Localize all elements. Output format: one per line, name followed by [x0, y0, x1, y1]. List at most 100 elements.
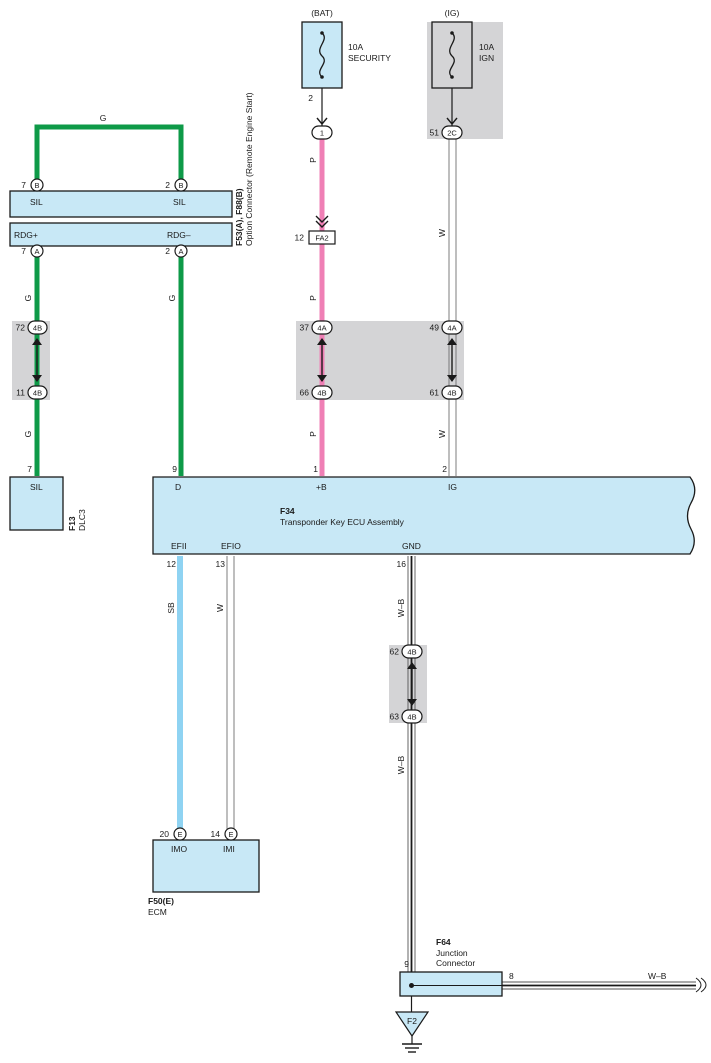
svg-text:62: 62: [390, 647, 400, 657]
option-connector: SIL SIL RDG+ RDG– B 7 B 2 A 7 A 2: [9, 178, 233, 258]
connector-1: 1: [311, 125, 333, 140]
svg-text:4B: 4B: [317, 389, 326, 398]
svg-text:2: 2: [442, 464, 447, 474]
svg-text:EFII: EFII: [171, 541, 187, 551]
svg-text:66: 66: [300, 388, 310, 398]
svg-text:G: G: [23, 295, 33, 302]
svg-text:W: W: [437, 430, 447, 438]
connector-fa2: FA2 12: [295, 215, 336, 245]
svg-text:A: A: [178, 247, 183, 256]
svg-text:Transponder Key ECU Assembly: Transponder Key ECU Assembly: [280, 517, 405, 527]
svg-text:72: 72: [16, 323, 26, 333]
svg-text:GND: GND: [402, 541, 421, 551]
fuse-ign: (IG) 10A IGN: [431, 8, 494, 89]
wb-wire-gnd: [407, 556, 416, 985]
svg-text:W–B: W–B: [396, 755, 406, 774]
dlc3-caption: F13 DLC3: [67, 509, 87, 531]
connector-4b-61: 4B 61: [430, 385, 463, 400]
wb-wire-out: [502, 981, 696, 990]
transponder-key-ecu: D +B IG 9 1 2 F34 Transponder Key ECU As…: [152, 464, 696, 569]
svg-text:IMI: IMI: [223, 844, 235, 854]
svg-text:ECM: ECM: [148, 907, 167, 917]
svg-text:F34: F34: [280, 506, 295, 516]
svg-text:DLC3: DLC3: [77, 509, 87, 531]
connector-4b-62: 4B 62: [390, 644, 423, 659]
svg-text:+B: +B: [316, 482, 327, 492]
splice-arrow-right: [447, 338, 457, 382]
svg-text:B: B: [34, 181, 39, 190]
svg-text:12: 12: [295, 233, 305, 243]
svg-text:B: B: [178, 181, 183, 190]
connector-2c: 2C 51: [430, 125, 463, 140]
svg-text:F2: F2: [407, 1016, 417, 1026]
svg-text:13: 13: [216, 559, 226, 569]
connector-4a-37: 4A 37: [300, 320, 333, 335]
connector-4b-72: 4B 72: [16, 320, 48, 335]
svg-text:2: 2: [165, 246, 170, 256]
svg-text:9: 9: [404, 959, 409, 969]
svg-text:10A: 10A: [348, 42, 363, 52]
svg-text:W: W: [215, 604, 225, 612]
svg-text:EFIO: EFIO: [221, 541, 241, 551]
svg-text:10A: 10A: [479, 42, 494, 52]
svg-text:4A: 4A: [317, 324, 326, 333]
svg-text:SB: SB: [166, 602, 176, 614]
dlc3: SIL 7: [9, 464, 64, 531]
svg-text:IG: IG: [448, 482, 457, 492]
svg-text:20: 20: [160, 829, 170, 839]
splice-arrow-gnd: [407, 662, 417, 706]
svg-text:Option Connector (Remote Engin: Option Connector (Remote Engine Start): [244, 92, 254, 246]
svg-text:F64: F64: [436, 937, 451, 947]
ecm: IMO IMI E 20 E 14 F50(E) ECM: [148, 827, 260, 917]
svg-text:F53(A), F88(B): F53(A), F88(B): [234, 188, 244, 246]
svg-text:4B: 4B: [407, 713, 416, 722]
svg-text:D: D: [175, 482, 181, 492]
svg-text:16: 16: [397, 559, 407, 569]
svg-text:9: 9: [172, 464, 177, 474]
svg-text:SIL: SIL: [30, 482, 43, 492]
svg-text:P: P: [308, 157, 318, 163]
svg-text:FA2: FA2: [315, 234, 328, 243]
svg-text:E: E: [228, 830, 233, 839]
svg-text:Connector: Connector: [436, 958, 475, 968]
svg-text:4B: 4B: [407, 648, 416, 657]
svg-text:37: 37: [300, 323, 310, 333]
ground-symbol: F2: [394, 996, 430, 1053]
svg-text:61: 61: [430, 388, 440, 398]
svg-text:W–B: W–B: [396, 598, 406, 617]
svg-text:8: 8: [509, 971, 514, 981]
svg-text:4A: 4A: [447, 324, 456, 333]
wire-break: [695, 977, 702, 993]
svg-text:G: G: [100, 113, 107, 123]
green-wires: [34, 124, 184, 476]
svg-text:2C: 2C: [447, 129, 457, 138]
svg-text:11: 11: [16, 388, 25, 398]
svg-text:P: P: [308, 295, 318, 301]
svg-text:1: 1: [320, 129, 324, 138]
svg-text:F50(E): F50(E): [148, 896, 174, 906]
svg-text:(IG): (IG): [445, 8, 460, 18]
svg-text:2: 2: [165, 180, 170, 190]
white-wire-efio: [226, 556, 235, 829]
svg-text:51: 51: [430, 128, 440, 138]
svg-text:SECURITY: SECURITY: [348, 53, 391, 63]
splice-arrow-center: [317, 338, 327, 382]
svg-text:RDG–: RDG–: [167, 230, 191, 240]
svg-text:4B: 4B: [33, 389, 42, 398]
svg-text:14: 14: [211, 829, 221, 839]
svg-text:7: 7: [21, 246, 26, 256]
svg-text:4B: 4B: [447, 389, 456, 398]
svg-text:W: W: [437, 229, 447, 237]
connector-4b-66: 4B 66: [300, 385, 333, 400]
fuse-security: (BAT) 10A SECURITY 2: [301, 8, 391, 103]
connector-4b-11: 4B 11: [16, 385, 48, 400]
svg-text:Junction: Junction: [436, 948, 468, 958]
svg-text:F13: F13: [67, 516, 77, 531]
svg-text:A: A: [34, 247, 39, 256]
svg-text:IMO: IMO: [171, 844, 187, 854]
svg-text:G: G: [23, 431, 33, 438]
white-wire-ig: [448, 138, 457, 476]
option-connector-caption: F53(A), F88(B) Option Connector (Remote …: [234, 92, 254, 246]
connector-4a-49: 4A 49: [430, 320, 463, 335]
